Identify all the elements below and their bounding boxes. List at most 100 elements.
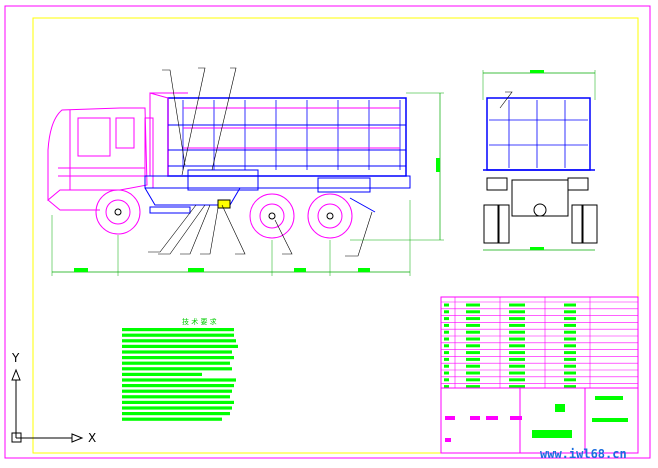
rear-light-right: [567, 177, 589, 191]
rear-axle-housing: [511, 179, 569, 217]
row-index: [444, 330, 449, 334]
row-name: [509, 323, 525, 327]
rear-tyre-right-outer: [582, 204, 598, 244]
row-index: [444, 310, 449, 314]
scale-field: [555, 404, 565, 412]
row-index: [444, 371, 449, 375]
row-code: [466, 317, 480, 321]
note-line: [122, 378, 236, 382]
note-line: [122, 367, 232, 371]
note-line: [122, 395, 230, 399]
note-line: [122, 412, 230, 416]
row-code: [466, 337, 480, 341]
row-index: [444, 344, 449, 348]
title-block-frame: [440, 296, 639, 454]
callout-line: [221, 204, 246, 255]
x-axis-label: X: [88, 431, 96, 445]
ucs-icon: Y X: [11, 351, 96, 445]
dump-body: [167, 97, 407, 177]
hydraulic-unit: [187, 169, 259, 191]
row-qty: [564, 317, 576, 321]
sheet-inner-frame: [32, 17, 639, 454]
row-name: [509, 330, 525, 334]
dim-text-4: [358, 268, 370, 272]
differential: [533, 203, 547, 217]
designer-field: [445, 416, 455, 420]
note-line: [122, 339, 236, 343]
row-name: [509, 385, 525, 389]
dim-text-track: [530, 247, 544, 250]
row-code: [466, 385, 480, 389]
callout-line: [211, 67, 237, 171]
row-code: [466, 378, 480, 382]
callout-line: [274, 219, 293, 255]
cab-outline: [47, 107, 148, 202]
row-name: [509, 357, 525, 361]
row-qty: [564, 351, 576, 355]
cab-rear-window: [115, 117, 135, 149]
side-guard: [149, 206, 191, 214]
row-name: [509, 303, 525, 307]
row-index: [444, 337, 449, 341]
chassis-bracket: [144, 187, 241, 206]
rear-tyre-right-inner: [571, 204, 583, 244]
approver-field: [486, 416, 498, 420]
row-qty: [564, 323, 576, 327]
title-block-lower: [440, 387, 639, 454]
last-rear-wheel: [307, 193, 353, 239]
dim-text-height: [436, 158, 440, 172]
row-qty: [564, 310, 576, 314]
row-qty: [564, 330, 576, 334]
fuel-tank: [217, 199, 231, 209]
row-code: [466, 351, 480, 355]
row-qty: [564, 364, 576, 368]
technical-notes: 技 术 要 求: [122, 317, 238, 421]
row-qty: [564, 371, 576, 375]
drawing-number-field: [592, 418, 628, 422]
row-code: [466, 310, 480, 314]
title-block: [440, 296, 639, 454]
callout-line: [181, 67, 206, 176]
dim-text-width: [530, 70, 544, 73]
row-qty: [564, 337, 576, 341]
callout-line: [180, 204, 211, 255]
callout-line: [148, 204, 197, 253]
watermark: www.iwl68.cn: [540, 447, 627, 461]
row-qty: [564, 385, 576, 389]
row-index: [444, 323, 449, 327]
row-name: [509, 337, 525, 341]
row-name: [509, 317, 525, 321]
note-line: [122, 333, 234, 337]
sheet-field: [532, 430, 572, 438]
row-index: [444, 385, 449, 389]
truck-rear-view: [482, 70, 598, 251]
dim-text-3: [294, 268, 306, 272]
row-qty: [564, 344, 576, 348]
checker-field: [470, 416, 480, 420]
row-qty: [564, 378, 576, 382]
row-name: [509, 364, 525, 368]
chassis-frame: [144, 175, 411, 189]
row-code: [466, 371, 480, 375]
front-wheel: [95, 189, 141, 235]
y-axis-label: Y: [11, 351, 20, 365]
row-code: [466, 323, 480, 327]
row-index: [444, 351, 449, 355]
rear-tyre-left-outer: [483, 204, 499, 244]
dim-text-1: [74, 268, 88, 272]
row-index: [444, 303, 449, 307]
middle-rear-wheel: [249, 193, 295, 239]
note-line: [122, 356, 234, 360]
row-index: [444, 357, 449, 361]
truck-side-view: [47, 67, 444, 276]
row-index: [444, 378, 449, 382]
rear-suspension: [317, 177, 371, 193]
row-code: [466, 357, 480, 361]
cab-door-window: [77, 117, 111, 157]
row-code: [466, 364, 480, 368]
callout-line: [499, 91, 513, 109]
rear-tyre-left-inner: [498, 204, 510, 244]
tail-bar: [349, 197, 376, 213]
